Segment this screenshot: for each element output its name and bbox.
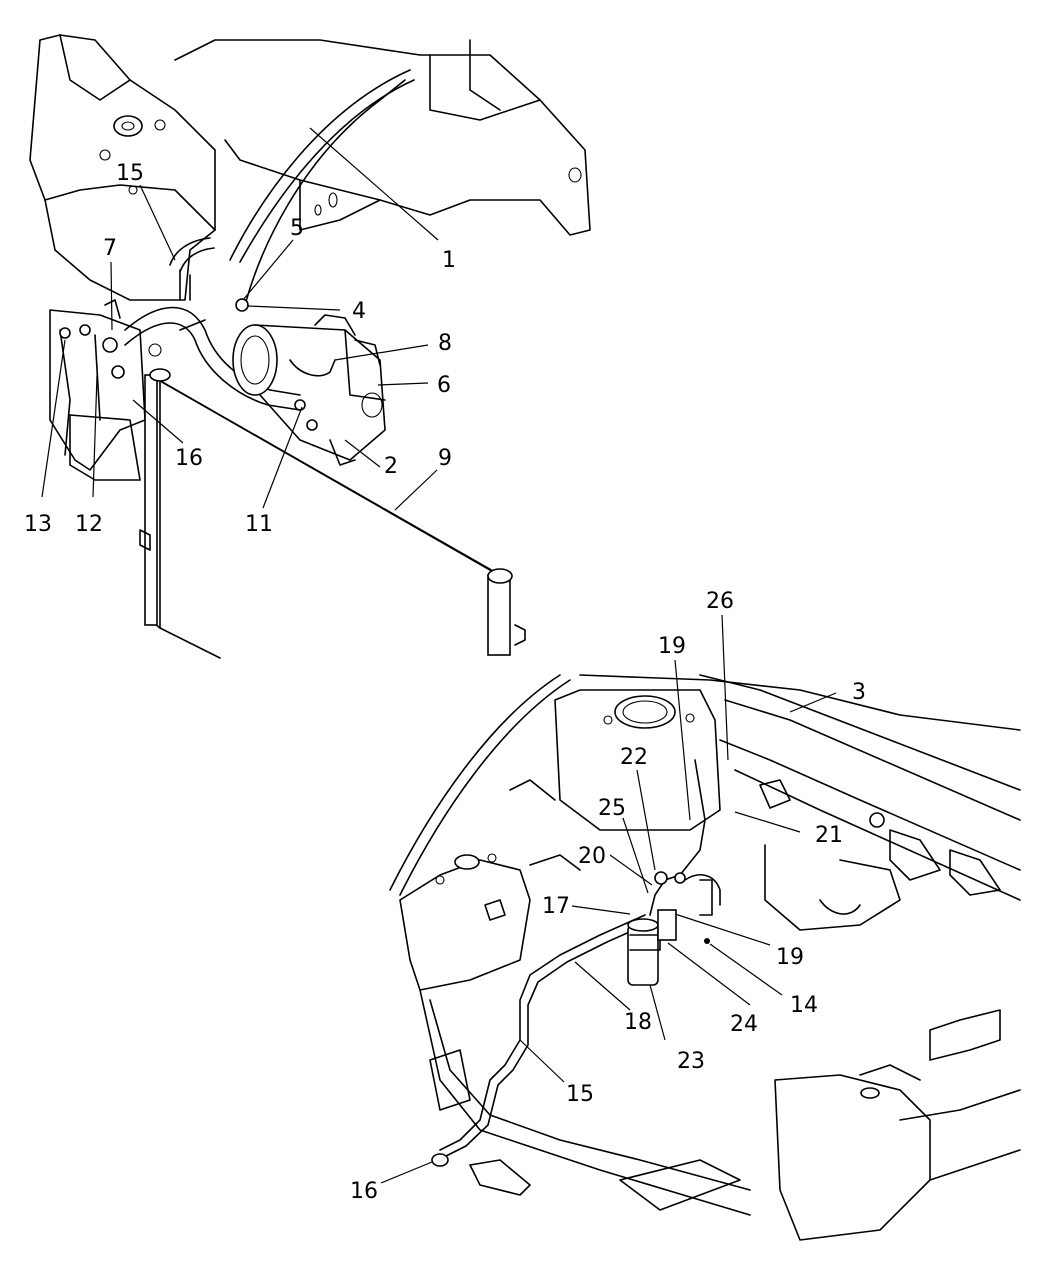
callout-4: 4 — [352, 299, 366, 324]
callout-15-lower: 15 — [566, 1082, 594, 1107]
callout-7: 7 — [103, 236, 117, 261]
upper-assembly-drawing — [29, 34, 591, 659]
callout-3: 3 — [852, 680, 866, 705]
callout-23: 23 — [677, 1049, 705, 1074]
callout-26: 26 — [706, 589, 734, 614]
callout-19-lower: 19 — [776, 945, 804, 970]
callout-12: 12 — [75, 512, 103, 537]
callout-19-upper: 19 — [658, 634, 686, 659]
leader-lines — [41, 127, 837, 1184]
callout-11: 11 — [245, 512, 273, 537]
callout-1: 1 — [442, 248, 456, 273]
callout-21: 21 — [815, 823, 843, 848]
callout-5: 5 — [290, 216, 304, 241]
callout-18: 18 — [624, 1010, 652, 1035]
callout-25: 25 — [598, 796, 626, 821]
callout-16-lower: 16 — [350, 1179, 378, 1204]
callout-9: 9 — [438, 446, 452, 471]
callout-15-upper: 15 — [116, 161, 144, 186]
lower-assembly-drawing — [389, 674, 1021, 1241]
callout-6: 6 — [437, 373, 451, 398]
callout-17: 17 — [542, 894, 570, 919]
callout-22: 22 — [620, 745, 648, 770]
callout-14: 14 — [790, 993, 818, 1018]
callout-labels: 1 2 3 4 5 6 7 8 9 11 12 13 14 15 15 16 1… — [24, 161, 866, 1204]
callout-20: 20 — [578, 844, 606, 869]
callout-2: 2 — [384, 454, 398, 479]
callout-8: 8 — [438, 331, 452, 356]
callout-24: 24 — [730, 1012, 758, 1037]
callout-13: 13 — [24, 512, 52, 537]
callout-16-upper: 16 — [175, 446, 203, 471]
